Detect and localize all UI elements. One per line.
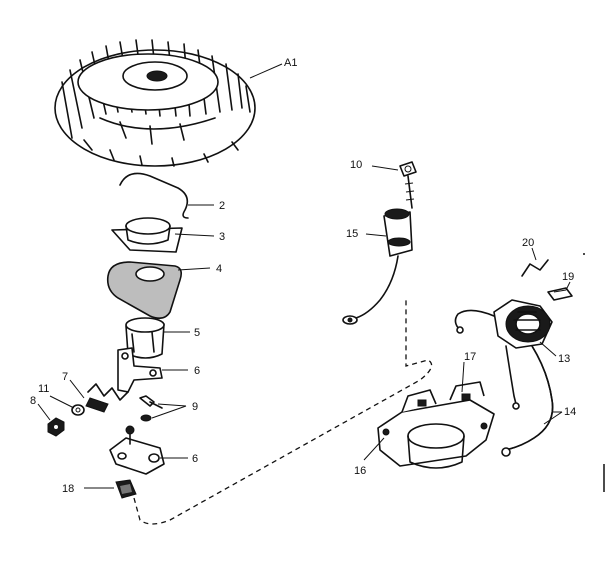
condenser-screw-part [399,161,417,209]
label-15: 15 [346,228,358,240]
stray-dot [583,253,585,255]
leader-4 [177,267,211,271]
label-2: 2 [219,200,225,212]
small-plate-part [547,287,573,301]
leader-9b [151,405,187,419]
spark-plug-lead-part [501,345,554,457]
ignition-coil-part [454,299,553,410]
leader-10 [371,165,399,171]
breaker-spring-part [85,383,129,413]
breaker-plate-part [109,425,165,475]
assembly-line [133,300,433,525]
label-14: 14 [564,406,576,418]
flywheel-part [54,39,256,167]
leader-a1 [249,63,283,79]
spring-wire-part [119,172,189,219]
cam-sleeve-part [125,317,165,359]
washer-part [71,404,85,416]
label-5: 5 [194,327,200,339]
leader-16 [363,437,385,461]
leader-19 [565,281,571,291]
label-6b: 6 [192,453,198,465]
leader-8 [37,403,51,421]
label-17: 17 [464,351,476,363]
label-7: 7 [62,371,68,383]
gasket-part [106,261,182,320]
nut-part [47,417,65,437]
label-11: 11 [38,383,49,395]
label-4: 4 [216,263,222,275]
label-9: 9 [192,401,198,413]
coil-bracket-part [377,381,495,469]
label-3: 3 [219,231,225,243]
cover-part [115,479,137,499]
label-13: 13 [558,353,570,365]
leader-11 [49,395,75,409]
screw-part [139,395,163,422]
leader-9a [157,403,187,407]
label-6a: 6 [194,365,200,377]
label-18: 18 [62,483,74,495]
collar-part [111,217,183,253]
breaker-arm-part [117,347,163,393]
leader-3 [174,233,215,237]
label-16: 16 [354,465,366,477]
leader-14b [543,411,563,425]
label-a1: A1 [284,57,297,69]
leader-15 [365,233,387,237]
leader-7 [69,379,85,399]
leader-20 [531,247,537,261]
condenser-part [342,208,413,325]
label-10: 10 [350,159,362,171]
label-20: 20 [522,237,534,249]
leader-17 [461,361,465,393]
label-19: 19 [562,271,574,283]
ground-clip-part [521,259,549,277]
label-8: 8 [30,395,36,407]
leader-13 [539,341,557,357]
